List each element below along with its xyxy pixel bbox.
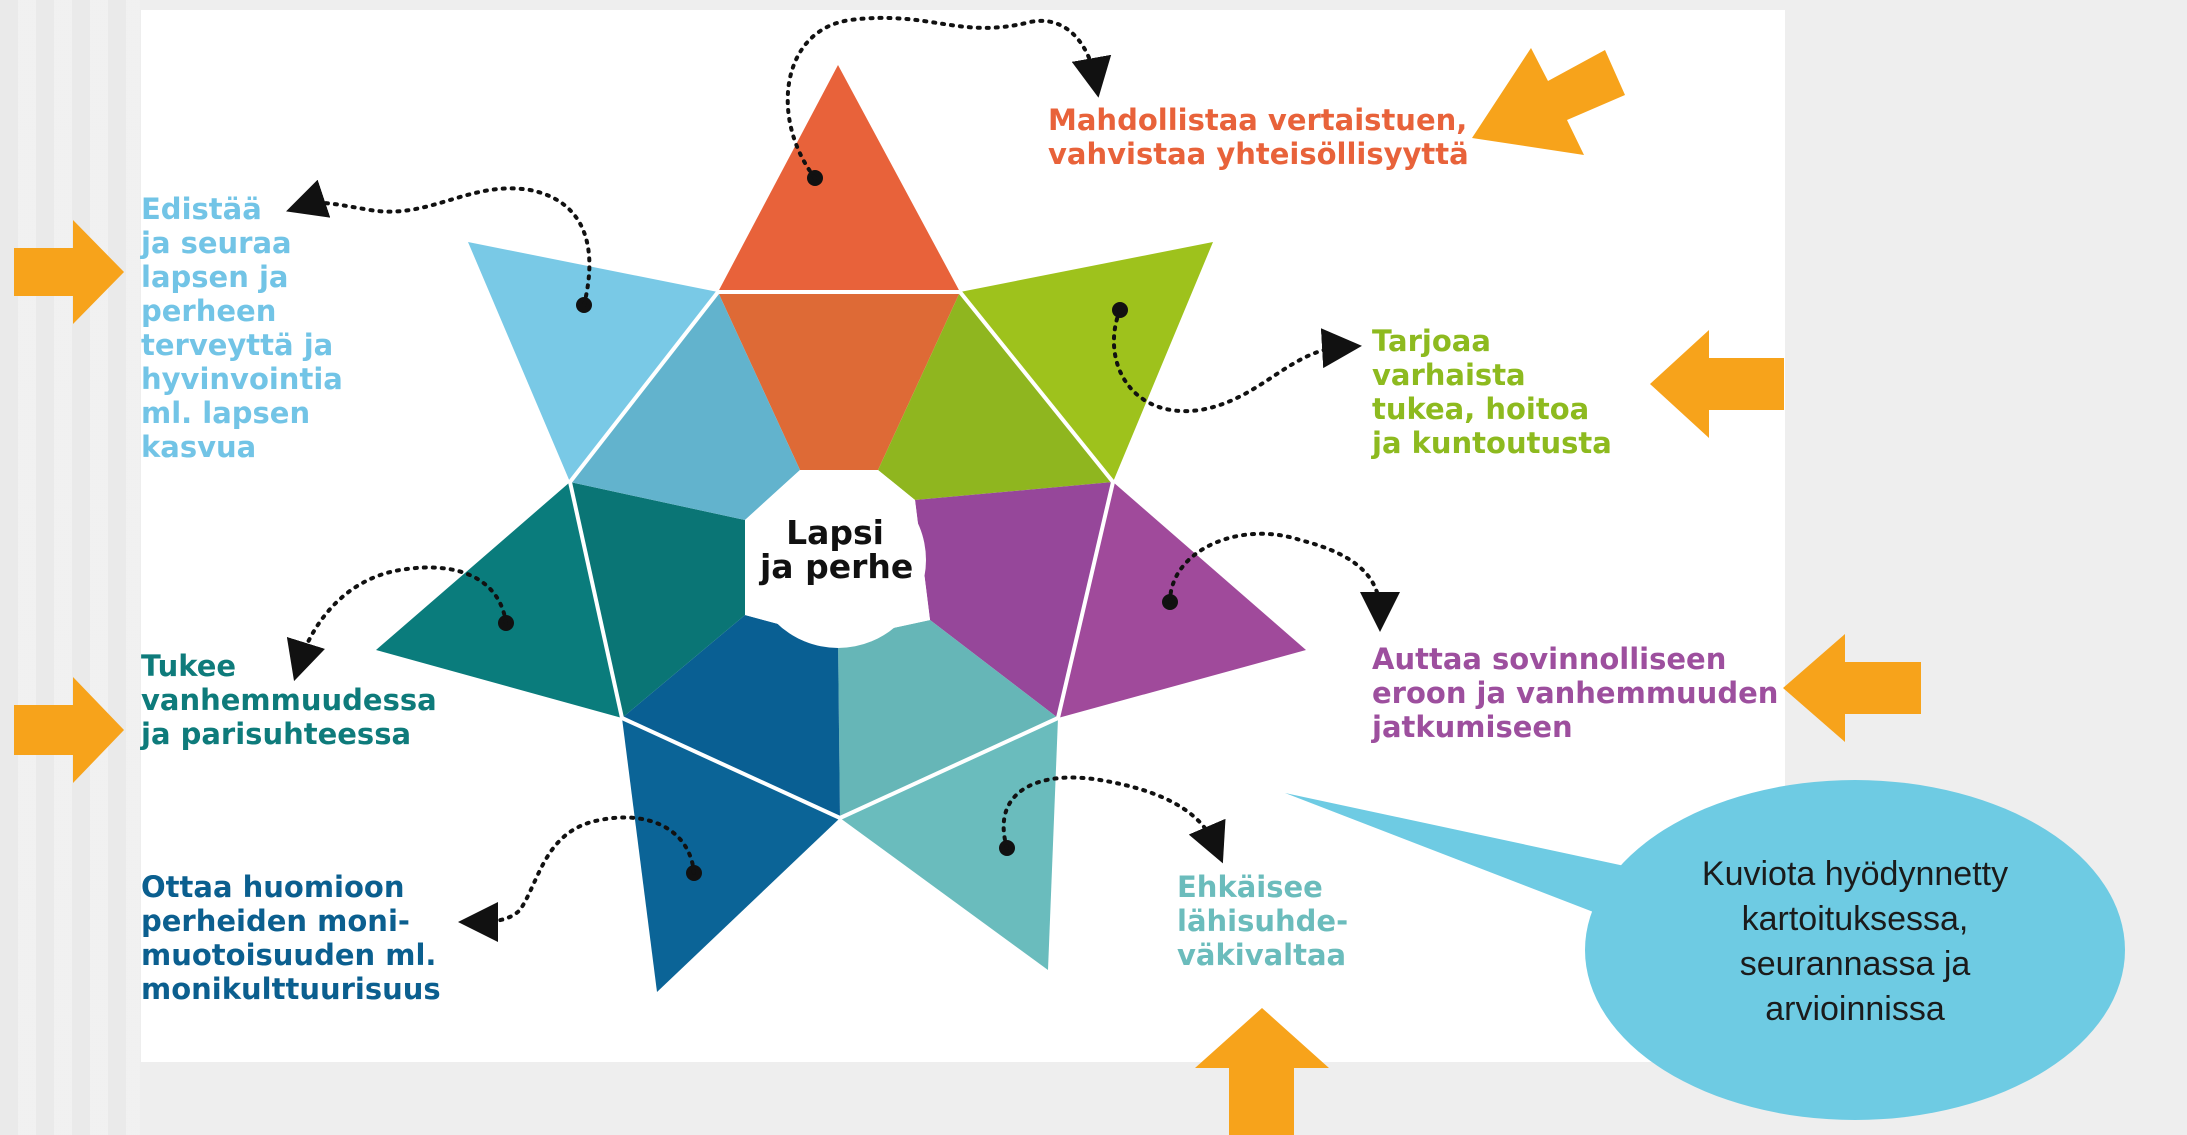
star-tip-top	[718, 65, 960, 292]
arrow-right-lower	[1783, 634, 1921, 742]
segment-dividers	[568, 290, 1115, 820]
label-violence-prevention: Ehkäisee lähisuhde- väkivaltaa	[1177, 870, 1349, 972]
star-tip-bottom-right	[840, 718, 1058, 970]
segment-bottom-left	[622, 615, 840, 818]
arrow-right-middle	[1650, 330, 1784, 438]
label-separation-support: Auttaa sovinnolliseen eroon ja vanhemmuu…	[1372, 642, 1779, 744]
label-health-wellbeing: Edistää ja seuraa lapsen ja perheen terv…	[141, 192, 343, 464]
center-label: Lapsi ja perhe	[760, 513, 914, 586]
segment-upper-right	[878, 292, 1113, 500]
arrow-top-right	[1472, 48, 1625, 155]
label-early-support: Tarjoaa varhaista tukea, hoitoa ja kunto…	[1372, 324, 1612, 460]
star-tip-lower-right	[1058, 482, 1306, 718]
label-parenthood-support: Tukee vanhemmuudessa ja parisuhteessa	[141, 649, 437, 751]
arrow-bottom-up	[1195, 1008, 1329, 1135]
star-tip-upper-right	[960, 242, 1213, 482]
star-tip-lower-left	[376, 482, 622, 718]
segment-lower-left	[570, 482, 745, 718]
segment-lower-right	[915, 482, 1113, 718]
callout-bubble	[1285, 780, 2125, 1120]
arrow-left-lower	[14, 677, 124, 783]
orange-arrows	[14, 48, 1921, 1135]
callout-text: Kuviota hyödynnetty kartoituksessa, seur…	[1701, 855, 2009, 1028]
label-family-diversity: Ottaa huomioon perheiden moni- muotoisuu…	[141, 870, 441, 1006]
center-circle	[750, 472, 926, 648]
star-tip-bottom-left	[622, 718, 840, 992]
arrow-left-upper	[14, 220, 124, 324]
segment-upper-left	[570, 292, 800, 520]
background-pattern	[0, 0, 140, 1135]
star-tip-upper-left	[468, 242, 718, 482]
segment-top	[718, 292, 960, 470]
label-peer-support: Mahdollistaa vertaistuen, vahvistaa yhte…	[1048, 103, 1469, 171]
segment-bottom-right	[838, 620, 1058, 818]
dotted-connectors	[286, 15, 1400, 942]
